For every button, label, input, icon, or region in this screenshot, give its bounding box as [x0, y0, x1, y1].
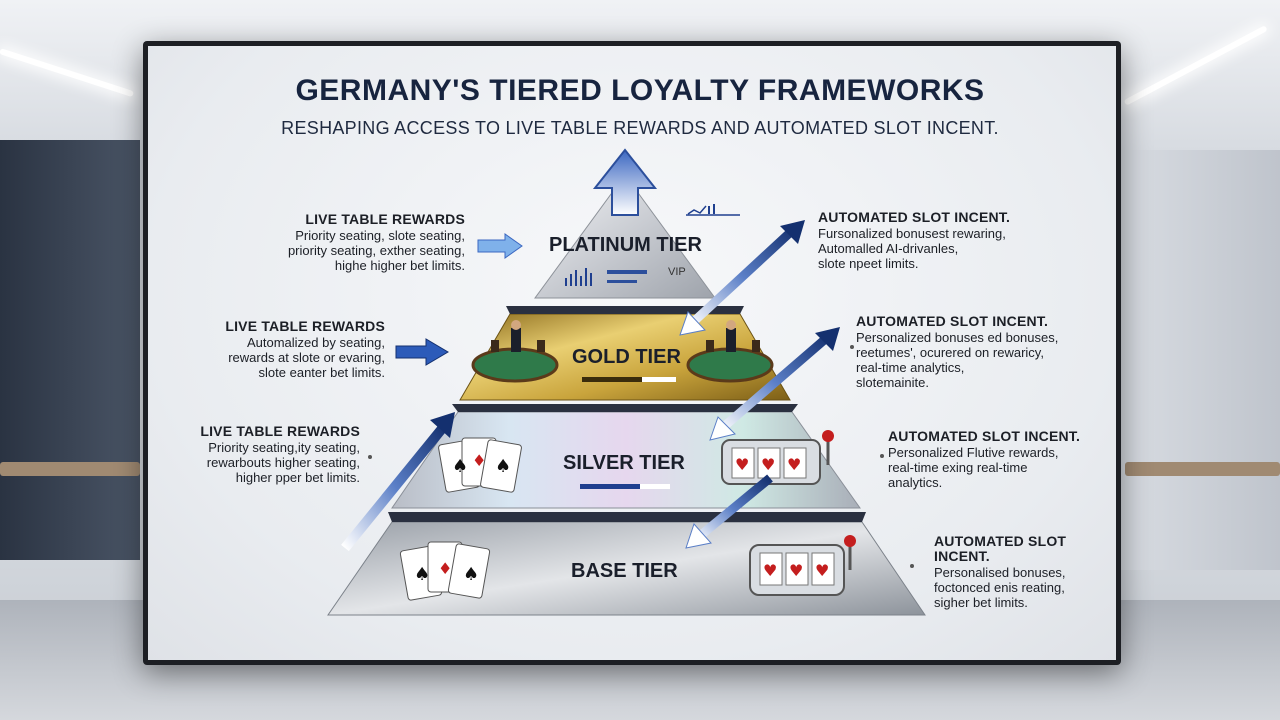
- svg-text:♥: ♥: [763, 561, 777, 580]
- chart-icon: [565, 268, 592, 286]
- card-table-icon: [686, 320, 774, 383]
- automated-slot-incent-note: AUTOMATED SLOT INCENT. Personalised bonu…: [934, 533, 1067, 611]
- live-table-rewards-note: LIVE TABLE REWARDS Automalized by seatin…: [225, 318, 385, 381]
- card-table-icon: [471, 320, 559, 383]
- chart-icon: [686, 204, 740, 216]
- tier-badge-vip: VIP: [668, 266, 686, 278]
- room-window-wall: [0, 140, 140, 560]
- diagonal-arrow-icon: [685, 474, 773, 549]
- room-table: [1125, 462, 1280, 476]
- automated-slot-incent-note: AUTOMATED SLOT INCENT. Personalized Flut…: [888, 428, 1081, 491]
- room-right-wall: [1120, 150, 1280, 570]
- up-arrow-icon: [592, 148, 658, 216]
- svg-text:♥: ♥: [735, 455, 749, 474]
- pointer-arrow-icon: [395, 338, 449, 366]
- svg-text:♥: ♥: [787, 455, 801, 474]
- automated-slot-incent-note: AUTOMATED SLOT INCENT. Personalized bonu…: [856, 313, 1059, 391]
- playing-cards-icon: ♠ ♦ ♠: [399, 541, 491, 601]
- page-title: GERMANY'S TIERED LOYALTY FRAMEWORKS: [295, 74, 985, 107]
- tier-label-silver: SILVER TIER: [563, 452, 685, 474]
- pointer-arrow-icon: [477, 233, 523, 259]
- svg-text:♠: ♠: [452, 456, 468, 477]
- diagonal-arrow-icon: [341, 412, 455, 552]
- page-subtitle: RESHAPING ACCESS TO LIVE TABLE REWARDS A…: [281, 118, 999, 138]
- room-table: [0, 462, 140, 476]
- automated-slot-incent-note: AUTOMATED SLOT INCENT. Fursonalized bonu…: [818, 209, 1011, 272]
- live-table-rewards-note: LIVE TABLE REWARDS Priority seating,ity …: [200, 423, 360, 486]
- svg-text:♠: ♠: [463, 564, 479, 585]
- svg-text:♦: ♦: [438, 559, 452, 578]
- svg-text:♦: ♦: [472, 451, 486, 470]
- svg-text:♥: ♥: [761, 455, 775, 474]
- diagonal-arrow-icon: [709, 327, 840, 441]
- svg-text:♥: ♥: [789, 561, 803, 580]
- diagonal-arrow-icon: [679, 220, 805, 336]
- svg-text:♠: ♠: [495, 456, 511, 477]
- tier-label-platinum: PLATINUM TIER: [549, 234, 702, 256]
- slot-machine-icon: ♥ ♥ ♥: [721, 430, 834, 485]
- tier-label-gold: GOLD TIER: [572, 346, 681, 368]
- svg-text:♥: ♥: [815, 561, 829, 580]
- playing-cards-icon: ♠ ♦ ♠: [438, 437, 522, 493]
- slot-machine-icon: ♥ ♥ ♥: [749, 535, 856, 596]
- platinum-tier-block: [534, 174, 716, 299]
- svg-text:♠: ♠: [414, 564, 430, 585]
- tier-label-base: BASE TIER: [571, 560, 678, 582]
- live-table-rewards-note: LIVE TABLE REWARDS Priority seating, slo…: [287, 211, 465, 274]
